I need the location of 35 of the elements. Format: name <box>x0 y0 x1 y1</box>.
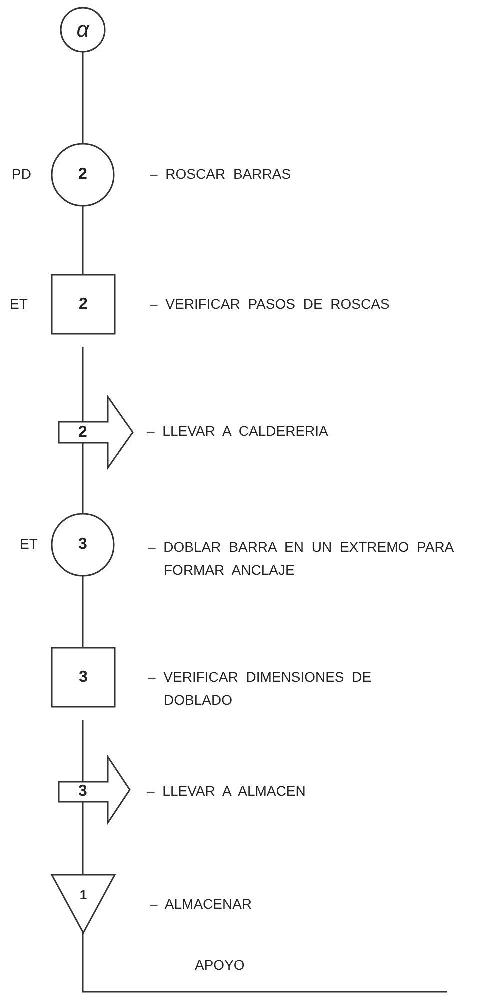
step-number: 1 <box>80 888 88 902</box>
flow-line <box>82 206 84 275</box>
flow-line <box>82 802 84 875</box>
step-description: – ROSCAR BARRAS <box>150 165 292 184</box>
step-description: – LLEVAR A CALDERERIA <box>147 422 328 441</box>
operator-code: ET <box>20 535 38 554</box>
flow-line <box>82 576 84 648</box>
operation-circle <box>52 514 114 576</box>
step-description: – VERIFICAR DIMENSIONES DE DOBLADO <box>148 668 373 710</box>
step-description: – ALMACENAR <box>150 895 252 914</box>
connector-circle <box>61 8 105 52</box>
flow-line <box>82 933 447 993</box>
step-description: – VERIFICAR PASOS DE ROSCAS <box>150 295 390 314</box>
step-number: 3 <box>78 784 88 800</box>
transport-arrow <box>59 397 133 468</box>
inspection-box <box>52 275 115 334</box>
step-number: 2 <box>78 167 88 183</box>
step-description: – LLEVAR A ALMACEN <box>147 782 306 801</box>
flow-line <box>82 52 84 144</box>
line-label: APOYO <box>195 956 245 975</box>
storage-triangle <box>52 875 115 933</box>
step-description: – DOBLAR BARRA EN UN EXTREMO PARA FORMAR ANCLAJE <box>148 538 455 580</box>
transport-arrow <box>59 757 130 823</box>
flow-line <box>82 720 84 782</box>
step-number: 2 <box>79 296 88 312</box>
flow-line <box>82 347 84 422</box>
step-number: 2 <box>78 424 88 440</box>
step-number: 3 <box>79 670 88 686</box>
operator-code: PD <box>12 165 32 184</box>
operation-circle <box>52 144 114 206</box>
operator-code: ET <box>10 295 28 314</box>
flow-line <box>82 443 84 514</box>
step-number: 3 <box>78 537 88 553</box>
inspection-box <box>52 648 115 707</box>
connector-symbol: α <box>76 19 90 41</box>
